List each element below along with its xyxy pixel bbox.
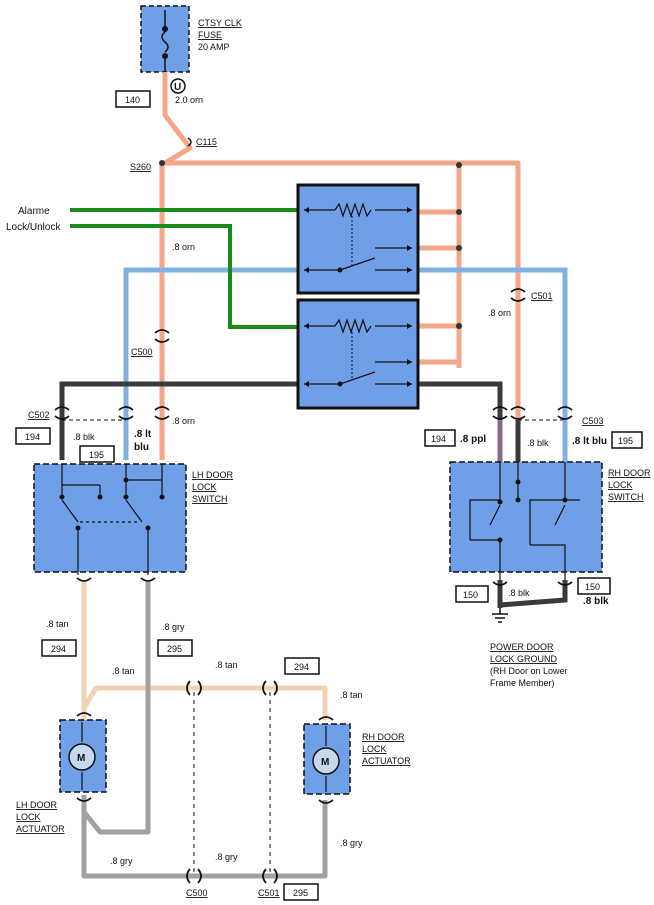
circuit-295-left: 295	[167, 644, 182, 654]
connector-c501: C501	[531, 291, 553, 301]
circuit-194-right: 194	[431, 434, 446, 444]
rh-motor-label: M	[321, 757, 329, 768]
circuit-150-a: 150	[463, 590, 478, 600]
circuit-294-right: 294	[294, 662, 309, 672]
lh-door-lock-switch	[33, 463, 187, 575]
ground-label-4: Frame Member)	[490, 678, 555, 688]
circuit-box-140	[115, 90, 151, 108]
lh-actuator-label-1: LH DOOR	[16, 800, 58, 810]
rh-door-lock-actuator: M	[303, 723, 351, 795]
wire-ltblu-1: .8 lt	[134, 429, 152, 440]
fuse-label-3: 20 AMP	[198, 42, 230, 52]
lh-motor-label: M	[77, 753, 85, 764]
wire-blk-08-right: .8 blk	[527, 438, 549, 448]
wire-blk-08-ground: .8 blk	[508, 588, 530, 598]
motor-icon	[68, 743, 96, 771]
circuit-295-bottom: 295	[293, 888, 308, 898]
connector-c500-bottom: C500	[186, 888, 208, 898]
connector-c501-bottom: C501	[258, 888, 280, 898]
blue-wires	[123, 267, 568, 460]
fuse-label-2: FUSE	[198, 30, 222, 40]
wire-blk-08-left: .8 blk	[73, 432, 95, 442]
fuse-marker: U	[174, 82, 181, 93]
rh-actuator-label-1: RH DOOR	[362, 732, 405, 742]
wire-blk-08-ground-b: .8 blk	[583, 596, 609, 607]
wire-tan-08-b: .8 tan	[112, 666, 135, 676]
splice-s260: S260	[130, 162, 151, 172]
connector-c502: C502	[28, 410, 50, 420]
wire-tan-08-a: .8 tan	[46, 619, 69, 629]
wire-orn-08: .8 orn	[172, 242, 195, 252]
wire-2-0-orn: 2.0 orn	[175, 95, 203, 105]
ground-label-3: (RH Door on Lower	[490, 666, 568, 676]
lh-switch-label-2: LOCK	[192, 482, 217, 492]
circuit-195-right: 195	[618, 436, 633, 446]
gray-wires	[81, 582, 328, 879]
rh-door-lock-switch	[449, 461, 603, 585]
lh-door-lock-actuator: M	[59, 719, 107, 793]
lh-switch-label-1: LH DOOR	[192, 470, 234, 480]
wire-gry-08-d: .8 gry	[340, 838, 363, 848]
circuit-140: 140	[125, 95, 140, 105]
connector-c115: C115	[196, 137, 217, 147]
ground-label-2: LOCK GROUND	[490, 654, 558, 664]
wire-gry-08-b: .8 gry	[110, 856, 133, 866]
lh-actuator-label-3: ACTUATOR	[16, 824, 65, 834]
circuit-194-left: 194	[25, 432, 40, 442]
lh-switch-label-3: SWITCH	[192, 494, 228, 504]
signal-alarm: Alarme	[18, 206, 50, 217]
wire-tan-08-c: .8 tan	[215, 660, 238, 670]
orange-wires	[159, 72, 521, 460]
wire-gry-08-a: .8 gry	[162, 622, 185, 632]
rh-switch-label-2: LOCK	[608, 480, 633, 490]
circuit-150-b: 150	[585, 582, 600, 592]
lh-actuator-label-2: LOCK	[16, 812, 41, 822]
green-wires	[70, 208, 298, 329]
motor-icon	[312, 747, 340, 775]
connector-c503: C503	[582, 416, 604, 426]
rh-actuator-label-3: ACTUATOR	[362, 756, 411, 766]
tan-wires	[81, 582, 328, 720]
ground-label-1: POWER DOOR	[490, 642, 554, 652]
relay-upper	[296, 183, 420, 295]
signal-lock: Lock/Unlock	[6, 222, 61, 233]
wire-orn-08b: .8 orn	[172, 416, 195, 426]
relay-lower	[296, 298, 420, 410]
rh-actuator-label-2: LOCK	[362, 744, 387, 754]
ground-icon	[492, 608, 508, 623]
connector-c500: C500	[131, 347, 153, 357]
wire-gry-08-c: .8 gry	[215, 852, 238, 862]
wire-orn-08c: .8 orn	[488, 308, 511, 318]
fuse-marker-icon	[170, 78, 186, 94]
connector-arcs	[54, 288, 573, 420]
fuse	[140, 5, 190, 73]
wire-ppl-08: .8 ppl	[460, 434, 486, 445]
wire-tan-08-d: .8 tan	[340, 690, 363, 700]
fuse-label-1: CTSY CLK	[198, 18, 242, 28]
rh-switch-label-1: RH DOOR	[608, 468, 651, 478]
orange-dots	[159, 160, 462, 329]
wire-ltblu-2: blu	[134, 442, 149, 453]
circuit-195-left: 195	[89, 450, 104, 460]
wire-ltblu-right: .8 lt blu	[572, 436, 607, 447]
rh-switch-label-3: SWITCH	[608, 492, 644, 502]
circuit-294-left: 294	[51, 644, 66, 654]
